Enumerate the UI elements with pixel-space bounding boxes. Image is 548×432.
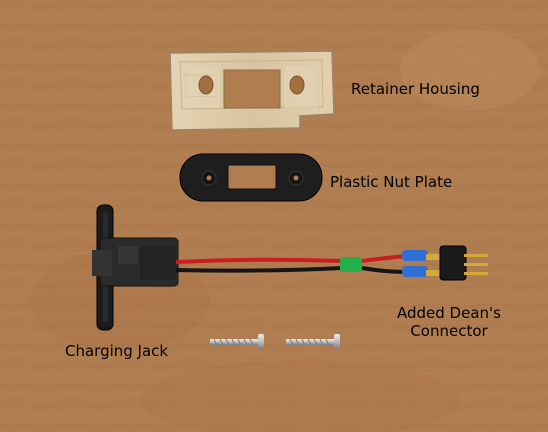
screw-left: [210, 334, 264, 349]
added-deans-connector-label: Added Dean's Connector: [394, 304, 504, 340]
added-deans-label-line1: Added Dean's: [397, 304, 501, 322]
retainer-housing: [169, 50, 335, 131]
wires: [175, 250, 428, 277]
charging-jack: [92, 204, 179, 331]
plastic-nut-plate-label: Plastic Nut Plate: [330, 173, 453, 191]
retainer-housing-label: Retainer Housing: [351, 80, 480, 98]
plastic-nut-plate: [179, 153, 323, 202]
charging-jack-label: Charging Jack: [65, 342, 169, 360]
deans-connector: [426, 245, 488, 281]
added-deans-label-line2: Connector: [410, 322, 488, 340]
screw-right: [286, 334, 340, 349]
